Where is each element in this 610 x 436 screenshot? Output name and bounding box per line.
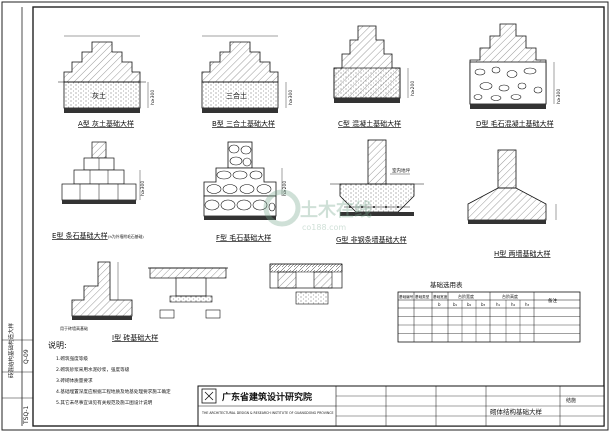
sheet-number: 结施	[566, 397, 576, 404]
watermark-text: 土木在线	[300, 199, 372, 221]
table-sub-1: b₁	[453, 302, 458, 307]
notes: 说明: 1.砌筑强度等级 2.砌筑砂浆采用水泥砂浆，强度等级 3.砖砌体质量要求…	[48, 340, 171, 406]
detail-c-dim: h≥200	[410, 81, 416, 96]
institute-name-cn: 广东省建筑设计研究院	[222, 391, 312, 403]
detail-h-label: H型 两墙基础大样	[494, 249, 551, 258]
detail-b-fill-label: 三合土	[226, 91, 247, 100]
watermark-sub: co188.com	[302, 223, 346, 232]
detail-i-label: I型 砖基础大样	[112, 333, 158, 342]
detail-i-note: 用于砖墙高基础	[60, 325, 88, 331]
detail-a-fill-label: 灰土	[92, 91, 106, 100]
table-sub-0: b	[438, 302, 441, 307]
table-sub-2: b₂	[467, 302, 472, 307]
notes-line-4: 4.基础埋置深度应根据工程地质及地基处理要求施工确定	[56, 388, 171, 395]
watermark: 土木在线 co188.com	[263, 189, 372, 232]
detail-e-note: (h为外墙附毛石基础)	[108, 234, 144, 239]
detail-e-dim: h≥300	[140, 181, 146, 196]
table-header-2: 基础宽度	[433, 294, 448, 299]
detail-f-dim: h≥200	[282, 181, 288, 196]
table-sub-5: h₂	[511, 302, 516, 307]
notes-line-3: 3.砖砌体质量要求	[56, 377, 93, 384]
detail-a: 灰土 h≥300 A型 灰土基础大样	[58, 35, 156, 128]
detail-e: h≥300 E型 条石基础大样 (h为外墙附毛石基础)	[52, 141, 146, 240]
detail-f: h≥200 F型 毛石基础大样	[203, 141, 288, 242]
table-sub-3: b₃	[481, 302, 486, 307]
left-strip-code-bottom: TSQ-1	[23, 405, 30, 425]
table-header-4: 台阶高度	[502, 293, 518, 299]
table-header-3: 台阶宽度	[458, 293, 474, 299]
selection-table: 基础选用表 基础编号 基础类型 基础宽度 台阶宽度 台阶高度 备注 b b₁ b…	[397, 280, 581, 343]
notes-line-2: 2.砌筑砂浆采用水泥砂浆，强度等级	[56, 366, 130, 373]
detail-e-label: E型 条石基础大样	[52, 231, 108, 240]
left-strip-label: 砖混结构基础构造大样	[7, 322, 15, 378]
notes-line-1: 1.砌筑强度等级	[56, 355, 88, 362]
drawing-name: 砌体结构基础大样	[490, 407, 543, 416]
left-strip-code-top: Q-09	[23, 349, 30, 364]
detail-f-label: F型 毛石基础大样	[216, 233, 271, 242]
table-header-5: 备注	[548, 297, 557, 304]
detail-d-label: D型 毛石混凝土基础大样	[476, 119, 554, 128]
detail-g-label: G型 非钢条墙基础大样	[336, 235, 407, 244]
detail-h: H型 两墙基础大样	[467, 149, 557, 258]
table-sub-4: h₁	[496, 302, 501, 307]
detail-b-label: B型 三合土基础大样	[212, 119, 275, 128]
table-sub-6: h₃	[525, 302, 530, 307]
detail-c: h≥200 C型 混凝土基础大样	[333, 25, 416, 128]
detail-g-note: 室内地坪	[392, 167, 410, 174]
detail-d: h≥300 D型 毛石混凝土基础大样	[469, 23, 562, 128]
detail-b-dim: h≥300	[288, 90, 294, 105]
left-title-strip: 砖混结构基础构造大样 Q-09 TSQ-1	[2, 7, 33, 426]
detail-b: 三合土 h≥300 B型 三合土基础大样	[201, 35, 294, 128]
detail-i: I型 砖基础大样 用于砖墙高基础	[60, 261, 343, 342]
detail-a-dim: h≥300	[150, 90, 156, 105]
title-block: 广东省建筑设计研究院 THE ARCHITECTURAL DESIGN & RE…	[197, 385, 605, 427]
notes-line-5: 5.其它未尽事宜详见有关规范及施工图设计说明	[56, 399, 153, 406]
notes-heading: 说明:	[48, 340, 67, 350]
detail-d-dim: h≥300	[556, 89, 562, 104]
detail-g: 室内地坪 G型 非钢条墙基础大样	[330, 139, 424, 244]
table-header-1: 基础类型	[415, 294, 430, 299]
detail-a-label: A型 灰土基础大样	[78, 119, 134, 128]
table-title: 基础选用表	[430, 280, 463, 289]
detail-c-label: C型 混凝土基础大样	[338, 119, 401, 128]
institute-name-en: THE ARCHITECTURAL DESIGN & RESEARCH INST…	[201, 411, 333, 415]
table-header-0: 基础编号	[399, 294, 414, 299]
